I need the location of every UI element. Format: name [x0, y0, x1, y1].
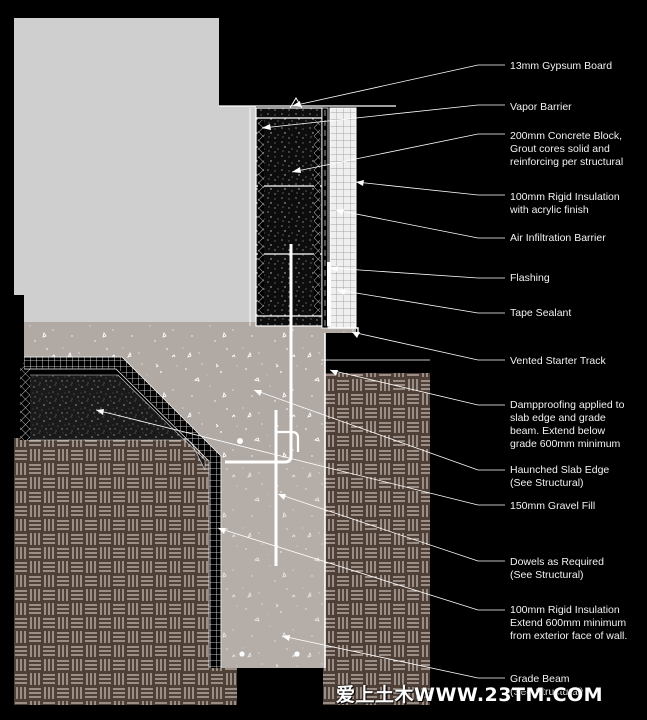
label-concrete-block: 200mm Concrete Block, Grout cores solid …	[510, 130, 624, 168]
starter-track	[328, 327, 359, 333]
soil-backfill	[14, 373, 430, 705]
label-haunched-slab-edge: Haunched Slab Edge (See Structural)	[510, 464, 610, 489]
label-flashing: Flashing	[510, 272, 550, 284]
label-tape-sealant: Tape Sealant	[510, 307, 572, 319]
concrete-slab	[24, 322, 356, 668]
air-barrier	[321, 107, 329, 329]
label-rigid-insulation-acrylic: 100mm Rigid Insulation with acrylic fini…	[510, 191, 620, 216]
label-air-infiltration-barrier: Air Infiltration Barrier	[510, 232, 606, 244]
label-grade-beam: Grade Beam (See Structural)	[510, 673, 584, 698]
label-gravel-fill: 150mm Gravel Fill	[510, 500, 596, 512]
label-dowels: Dowels as Required (See Structural)	[510, 556, 604, 581]
watermark: 爱上土木WWW.23TM.COM	[336, 684, 604, 706]
label-gypsum-board: 13mm Gypsum Board	[510, 60, 613, 72]
label-dampproofing: Dampproofing applied to slab edge and gr…	[510, 399, 625, 450]
leader-lines	[95, 64, 505, 679]
gravel-edge-hatch	[20, 363, 30, 440]
interior-space	[14, 18, 256, 322]
block-wall	[255, 107, 323, 327]
grade-beam-core	[220, 462, 325, 668]
exterior-insulation	[329, 107, 357, 329]
label-vented-starter-track: Vented Starter Track	[510, 355, 606, 367]
label-vapor-barrier: Vapor Barrier	[510, 101, 572, 113]
insulation-band-below	[24, 357, 221, 668]
label-rigid-insulation-below: 100mm Rigid Insulation Extend 600mm mini…	[510, 604, 628, 642]
